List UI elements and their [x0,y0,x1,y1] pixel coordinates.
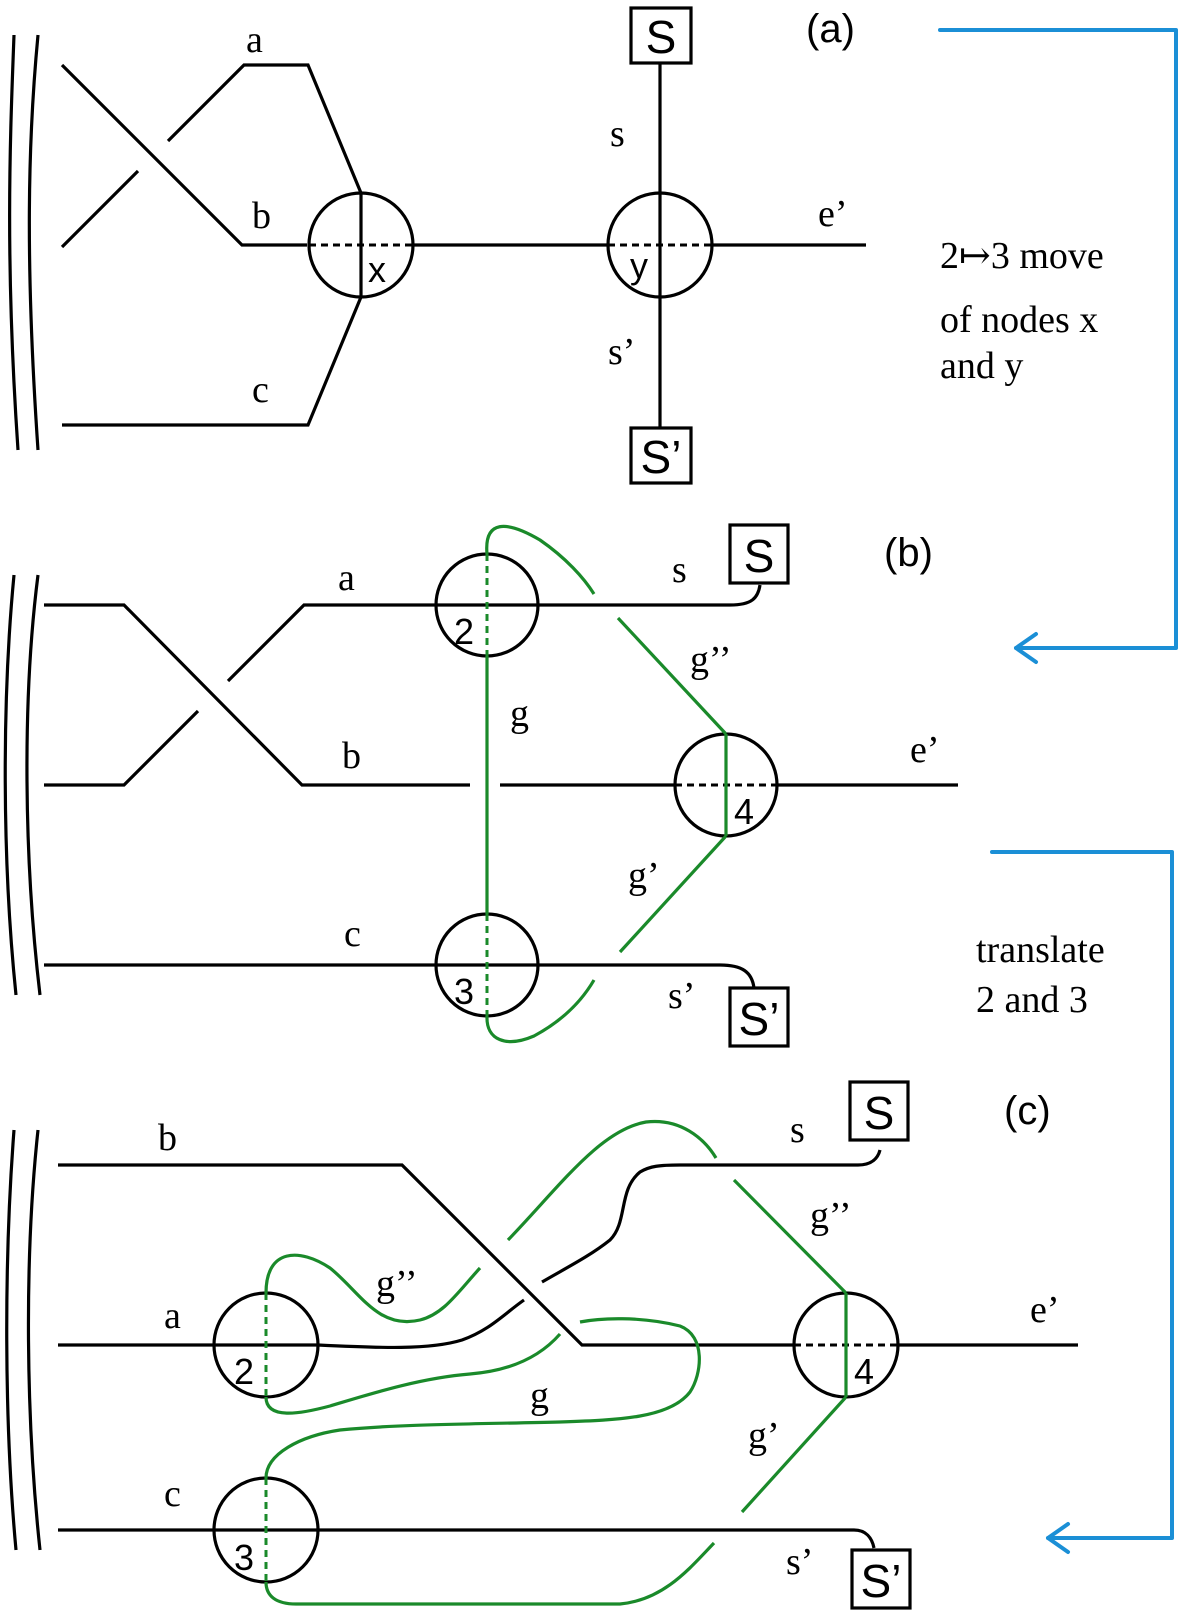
node-x-label: x [368,249,386,290]
panel-a-tag: (a) [806,7,855,51]
box-S-prime [728,986,790,1048]
blue-arrows [938,28,1178,1554]
node-3-label: 3 [454,971,474,1012]
edge-g [264,1332,562,1415]
edge-s-prime [318,1528,876,1549]
box-S-prime-label: S’ [739,993,780,1045]
label-s: s [672,549,687,591]
label-c: c [252,369,269,411]
label-c: c [164,1473,181,1515]
strand-a [166,63,363,194]
strand-b [60,63,307,247]
strand-a-right [317,1298,525,1350]
arrow-b-to-c-head [1046,1522,1070,1554]
arrow-b-to-c [990,850,1174,1540]
boundary-line [26,1129,42,1551]
move-annotation-line-3: and y [940,345,1023,387]
boundary-line [8,34,20,451]
translate-annotation-line-2: 2 and 3 [976,979,1088,1021]
node-4-label: 4 [854,1351,874,1392]
box-S-label: S [864,1087,895,1139]
panel-b [3,523,958,1048]
label-a: a [164,1295,181,1337]
label-c: c [344,913,361,955]
translate-annotation-line-1: translate [976,929,1105,971]
label-g-prime: g’ [628,855,660,897]
node-4-label: 4 [734,791,754,832]
boundary-line [3,574,18,996]
label-e-prime: e’ [910,729,940,771]
label-g-double-prime-right: g’’ [810,1195,852,1237]
arrow-a-to-b [938,28,1178,650]
label-s: s [790,1109,805,1151]
box-S-label: S [744,530,775,582]
label-g-double-prime-left: g’’ [376,1263,418,1305]
label-a: a [338,557,355,599]
box-S [629,6,693,65]
strand-a-under [44,709,200,787]
node-y-label: y [630,245,648,286]
label-b: b [158,1117,177,1159]
boundary-line [25,574,42,996]
panel-c [5,1080,1078,1610]
box-S [728,523,790,585]
loop-bottom [485,979,596,1044]
boundary-line [5,1129,18,1551]
move-annotation-line-2: of nodes x [940,299,1098,341]
edge-s [538,584,762,607]
label-s-prime: s’ [668,975,695,1017]
strand-c [62,296,363,427]
edge-g-double-prime-right [732,1178,848,1295]
label-a: a [246,19,263,61]
edge-g-double-prime [616,616,728,736]
edge-g-prime [618,834,728,954]
box-S-prime-label: S’ [861,1555,902,1607]
green-strands [485,524,728,1044]
strand-a-up [541,1149,882,1284]
arrow-a-to-b-head [1014,632,1038,664]
loop-top [485,524,596,595]
panel-c-tag: (c) [1004,1089,1051,1133]
label-g-double-prime: g’’ [690,639,732,681]
edge-g-prime [740,1395,848,1514]
node-2-label: 2 [454,611,474,652]
label-e-prime: e’ [818,193,848,235]
green-under-right [264,1317,701,1479]
strand-b [58,1163,794,1347]
label-b: b [252,195,271,237]
green-over-arc [506,1119,718,1242]
boundary-line [27,34,40,451]
panel-a [8,6,866,485]
label-e-prime: e’ [1030,1289,1060,1331]
box-S-prime [629,426,693,485]
label-s: s [610,113,625,155]
bottom-loop [264,1541,716,1606]
node-2-label: 2 [234,1351,254,1392]
edge-g-double-prime-left [264,1253,482,1324]
move-annotation-line-1: 2↦3 move [940,235,1104,277]
label-g: g [530,1375,549,1417]
green-strands [264,1119,848,1606]
box-S-label: S [646,11,677,63]
label-g-prime: g’ [748,1415,780,1457]
edge-s-prime [538,963,756,989]
strand-a [226,603,436,683]
panel-b-tag: (b) [884,531,933,575]
box-S-prime-label: S’ [641,431,682,483]
label-s-prime: s’ [608,331,635,373]
label-s-prime: s’ [786,1541,813,1583]
label-g: g [510,693,529,735]
strand-a-under [60,169,140,249]
box-S-prime [850,1548,912,1610]
strand-b [44,603,470,787]
node-3-label: 3 [234,1537,254,1578]
box-S [848,1080,910,1142]
label-b: b [342,735,361,777]
